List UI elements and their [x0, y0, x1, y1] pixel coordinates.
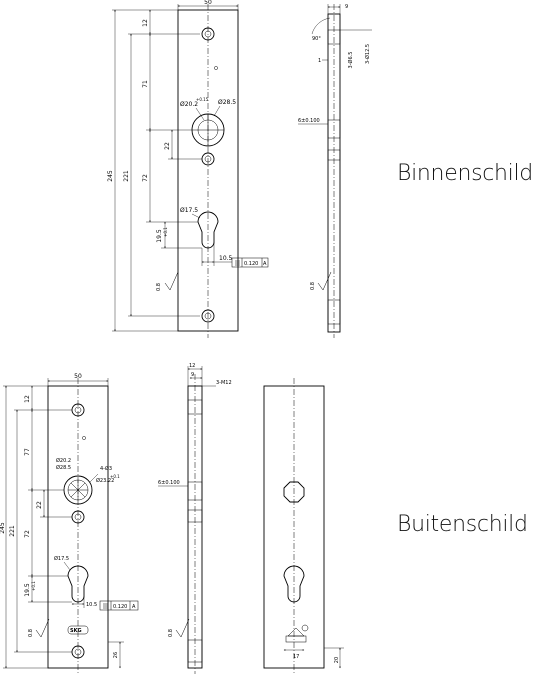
svg-text:0.8: 0.8 — [168, 629, 174, 637]
outer-section-body — [187, 385, 203, 669]
cylinder-hole-icon — [197, 211, 219, 249]
screw-hole-icon — [201, 27, 215, 41]
svg-text:Ø20.2: Ø20.2 — [180, 101, 198, 108]
svg-text:3-Ø6.5: 3-Ø6.5 — [347, 52, 354, 69]
svg-text:50: 50 — [74, 373, 82, 380]
svg-text:+0.1: +0.1 — [31, 581, 36, 591]
outer-side-section: 12 9 3-M12 6±0.100 0.8 — [158, 363, 232, 674]
svg-text:19.5: 19.5 — [24, 583, 31, 597]
inner-front-view: 50 245 221 12 71 72 22 19.5 +0.1 Ø20.2 — [107, 0, 269, 338]
svg-text:4-Ø3: 4-Ø3 — [100, 465, 112, 472]
svg-text:245: 245 — [0, 522, 6, 534]
dim-height-total: 245 — [107, 170, 114, 182]
svg-text:221: 221 — [9, 525, 16, 537]
outer-front-view: SKG 50 245 221 12 77 72 22 19.5 — [0, 373, 139, 674]
svg-text:3-Ø12.5: 3-Ø12.5 — [364, 44, 371, 64]
svg-text:Ø17.5: Ø17.5 — [180, 207, 198, 214]
roughness-icon — [164, 271, 179, 291]
svg-text:10.5: 10.5 — [219, 255, 233, 262]
svg-text:6±0.100: 6±0.100 — [298, 118, 320, 124]
svg-text:0.8: 0.8 — [310, 282, 316, 290]
svg-text:12: 12 — [142, 19, 149, 27]
svg-text:0.8: 0.8 — [28, 629, 34, 637]
svg-text:Ø28.5: Ø28.5 — [56, 464, 71, 471]
svg-text:12: 12 — [189, 363, 195, 369]
svg-text:SKG: SKG — [70, 628, 82, 634]
svg-text:71: 71 — [142, 80, 149, 88]
svg-text:12: 12 — [24, 395, 31, 403]
svg-text:6±0.100: 6±0.100 — [158, 480, 180, 486]
svg-text:22: 22 — [164, 142, 171, 150]
outer-back-view: 17 20 — [263, 378, 344, 674]
svg-text:Ø17.5: Ø17.5 — [54, 555, 69, 562]
svg-text:A: A — [132, 604, 136, 610]
svg-text:+0.1: +0.1 — [110, 474, 120, 479]
svg-text:90°: 90° — [312, 36, 321, 42]
svg-text:22: 22 — [36, 501, 43, 509]
svg-text:3-M12: 3-M12 — [216, 380, 232, 386]
logo-badge-icon — [67, 625, 89, 635]
svg-text:26: 26 — [113, 652, 119, 658]
svg-text:72: 72 — [142, 174, 149, 182]
svg-text:9: 9 — [191, 372, 194, 378]
dim-width: 50 — [204, 0, 212, 6]
dim-height-inner: 221 — [123, 170, 130, 182]
svg-text:9: 9 — [345, 4, 348, 10]
svg-text:1: 1 — [318, 58, 321, 64]
outer-plate-label: Buitenschild — [397, 512, 528, 537]
svg-text:0.120: 0.120 — [113, 604, 127, 610]
svg-text:0.8: 0.8 — [156, 283, 162, 291]
svg-text:0.120: 0.120 — [244, 261, 258, 267]
inner-side-section: 90° 9 1 3-Ø6.5 3-Ø12.5 6±0.100 0.8 — [298, 4, 372, 338]
svg-text:20: 20 — [334, 657, 340, 663]
svg-text:+0.15: +0.15 — [196, 97, 209, 102]
svg-text:Ø23.22: Ø23.22 — [96, 477, 114, 484]
square-spindle-icon — [283, 481, 305, 503]
svg-text:77: 77 — [24, 448, 31, 456]
svg-text:10.5: 10.5 — [86, 602, 97, 608]
svg-text:Ø20.2: Ø20.2 — [56, 457, 71, 464]
svg-text:Ø28.5: Ø28.5 — [218, 99, 236, 106]
logo-mark-icon — [287, 627, 305, 637]
svg-text:19.5: 19.5 — [156, 229, 163, 243]
svg-text:72: 72 — [24, 530, 31, 538]
svg-text:17: 17 — [293, 654, 299, 660]
svg-text:+0.1: +0.1 — [163, 227, 168, 237]
inner-plate-label: Binnenschild — [397, 161, 533, 186]
svg-text:A: A — [263, 261, 267, 267]
